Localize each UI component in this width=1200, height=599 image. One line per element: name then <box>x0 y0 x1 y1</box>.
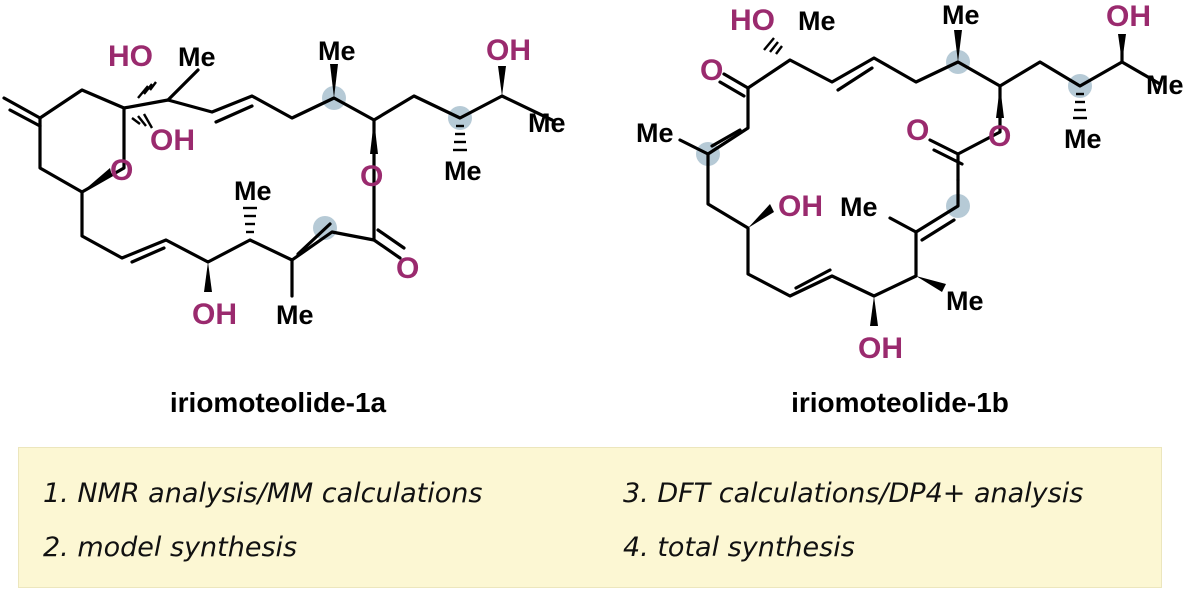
atom-me: Me <box>444 156 482 186</box>
atom-me: Me <box>636 118 674 148</box>
atom-o-ketone: O <box>700 54 723 87</box>
wedge-bond <box>954 30 962 62</box>
atom-me: Me <box>1146 70 1184 100</box>
wedge-bond <box>204 262 212 292</box>
atom-oh: OH <box>150 124 195 157</box>
hash-bond <box>763 37 783 55</box>
bond-me-enone <box>678 138 710 156</box>
atom-oh: OH <box>778 190 823 223</box>
bond-skeleton-1a <box>38 88 554 122</box>
compound-name-1a: iriomoteolide-1a <box>170 387 387 418</box>
wedge-bond <box>370 120 378 154</box>
wedge-bond <box>498 66 506 96</box>
atom-o-carbonyl: O <box>396 252 419 285</box>
wedge-bond <box>996 86 1004 118</box>
hash-bond <box>137 81 157 99</box>
atom-ho: HO <box>730 4 775 37</box>
bond-macro-left-1a <box>80 118 376 264</box>
reaction-scheme: HO Me OH O Me OH Me Me O O Me OH Me irio… <box>2 0 1184 418</box>
atom-ho: HO <box>108 40 153 73</box>
bond-me-1a <box>166 68 294 298</box>
atom-me: Me <box>946 286 984 316</box>
hash-bond <box>1073 92 1087 120</box>
atom-o-lactone: O <box>360 160 383 193</box>
bond-exomethylene <box>2 96 42 128</box>
wedge-bond <box>330 64 338 98</box>
wedge-bond <box>1118 34 1126 62</box>
bond-double-1a-top <box>214 104 254 124</box>
atom-oh: OH <box>1106 0 1151 33</box>
bond-double-1a-bottom <box>130 246 166 264</box>
atom-me: Me <box>178 42 216 72</box>
atom-me: Me <box>840 192 878 222</box>
structure-iriomoteolide-1a: HO Me OH O Me OH Me Me O O Me OH Me irio… <box>2 34 566 418</box>
atom-oh: OH <box>858 332 903 365</box>
wedge-bond <box>82 168 112 192</box>
bond-double-1a-enoate <box>296 222 332 256</box>
methods-panel: 1. NMR analysis/MM calculations 2. model… <box>18 447 1162 588</box>
step-item: 2. model synthesis <box>43 532 298 563</box>
compound-name-1b: iriomoteolide-1b <box>791 387 1009 418</box>
atom-me: Me <box>276 300 314 330</box>
bond-double-1b-bottom <box>794 268 832 290</box>
atom-me: Me <box>528 108 566 138</box>
step-item: 4. total synthesis <box>623 532 855 563</box>
wedge-bond <box>748 204 774 228</box>
atom-o-lactone: O <box>988 120 1011 153</box>
atom-me: Me <box>318 36 356 66</box>
bond-enone-1b <box>710 128 742 148</box>
bond-carbonyl-1a <box>372 228 406 260</box>
atom-o-carbonyl: O <box>906 114 929 147</box>
atom-oh: OH <box>486 34 531 67</box>
atom-me: Me <box>798 6 836 36</box>
step-item: 3. DFT calculations/DP4+ analysis <box>623 478 1084 509</box>
wedge-bond <box>870 296 878 326</box>
bond-double-1b-enoate <box>920 218 956 242</box>
atom-oh: OH <box>192 298 237 331</box>
structure-iriomoteolide-1b: HO Me O Me Me OH Me Me O O OH Me Me OH i… <box>636 0 1184 418</box>
step-item: 1. NMR analysis/MM calculations <box>43 478 483 509</box>
hash-bond <box>243 206 257 234</box>
hash-bond <box>453 124 467 152</box>
bond-double-1b-top <box>836 66 874 92</box>
hash-bond <box>131 113 154 129</box>
atom-o-ring: O <box>110 154 133 187</box>
atom-me: Me <box>1064 124 1102 154</box>
bond-carbonyl-enone <box>718 72 750 98</box>
atom-me: Me <box>234 176 272 206</box>
wedge-bond <box>916 276 946 292</box>
atom-me: Me <box>942 0 980 30</box>
